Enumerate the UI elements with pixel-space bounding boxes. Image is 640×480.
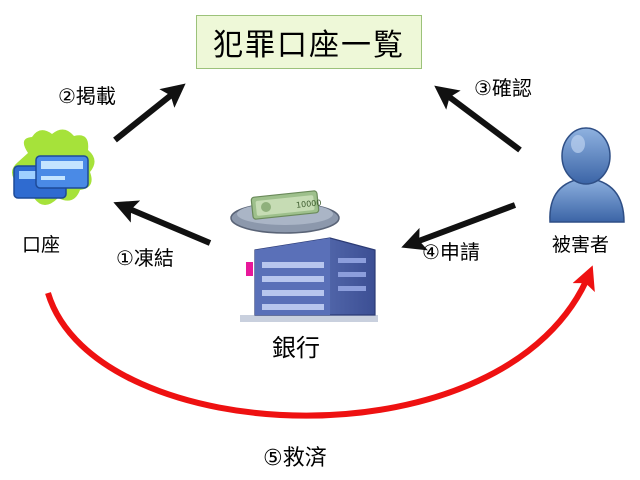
money-tray-icon: 10000 (230, 190, 340, 234)
bank-building-icon (240, 237, 378, 322)
step4-label: ④申請 (422, 240, 480, 264)
page-title: 犯罪口座一覧 (213, 28, 405, 63)
victim-label: 被害者 (552, 234, 610, 256)
step3-label: ③確認 (474, 76, 532, 100)
title-box: 犯罪口座一覧 (196, 15, 422, 69)
bank-label: 銀行 (272, 334, 320, 362)
person-icon (549, 127, 625, 223)
step5-label: ⑤救済 (263, 446, 327, 471)
arrow-step2-publish (113, 83, 186, 143)
arrow-step5-relief (45, 265, 595, 419)
arrow-step4-apply (401, 202, 517, 251)
account-label: 口座 (22, 234, 61, 256)
arrow-step3-confirm (434, 85, 522, 153)
arrow-step1-freeze (113, 200, 212, 246)
step1-label: ①凍結 (116, 246, 174, 270)
step2-label: ②掲載 (58, 84, 116, 108)
banknote-text: 10000 (296, 198, 322, 210)
credit-card-icon (12, 129, 95, 205)
